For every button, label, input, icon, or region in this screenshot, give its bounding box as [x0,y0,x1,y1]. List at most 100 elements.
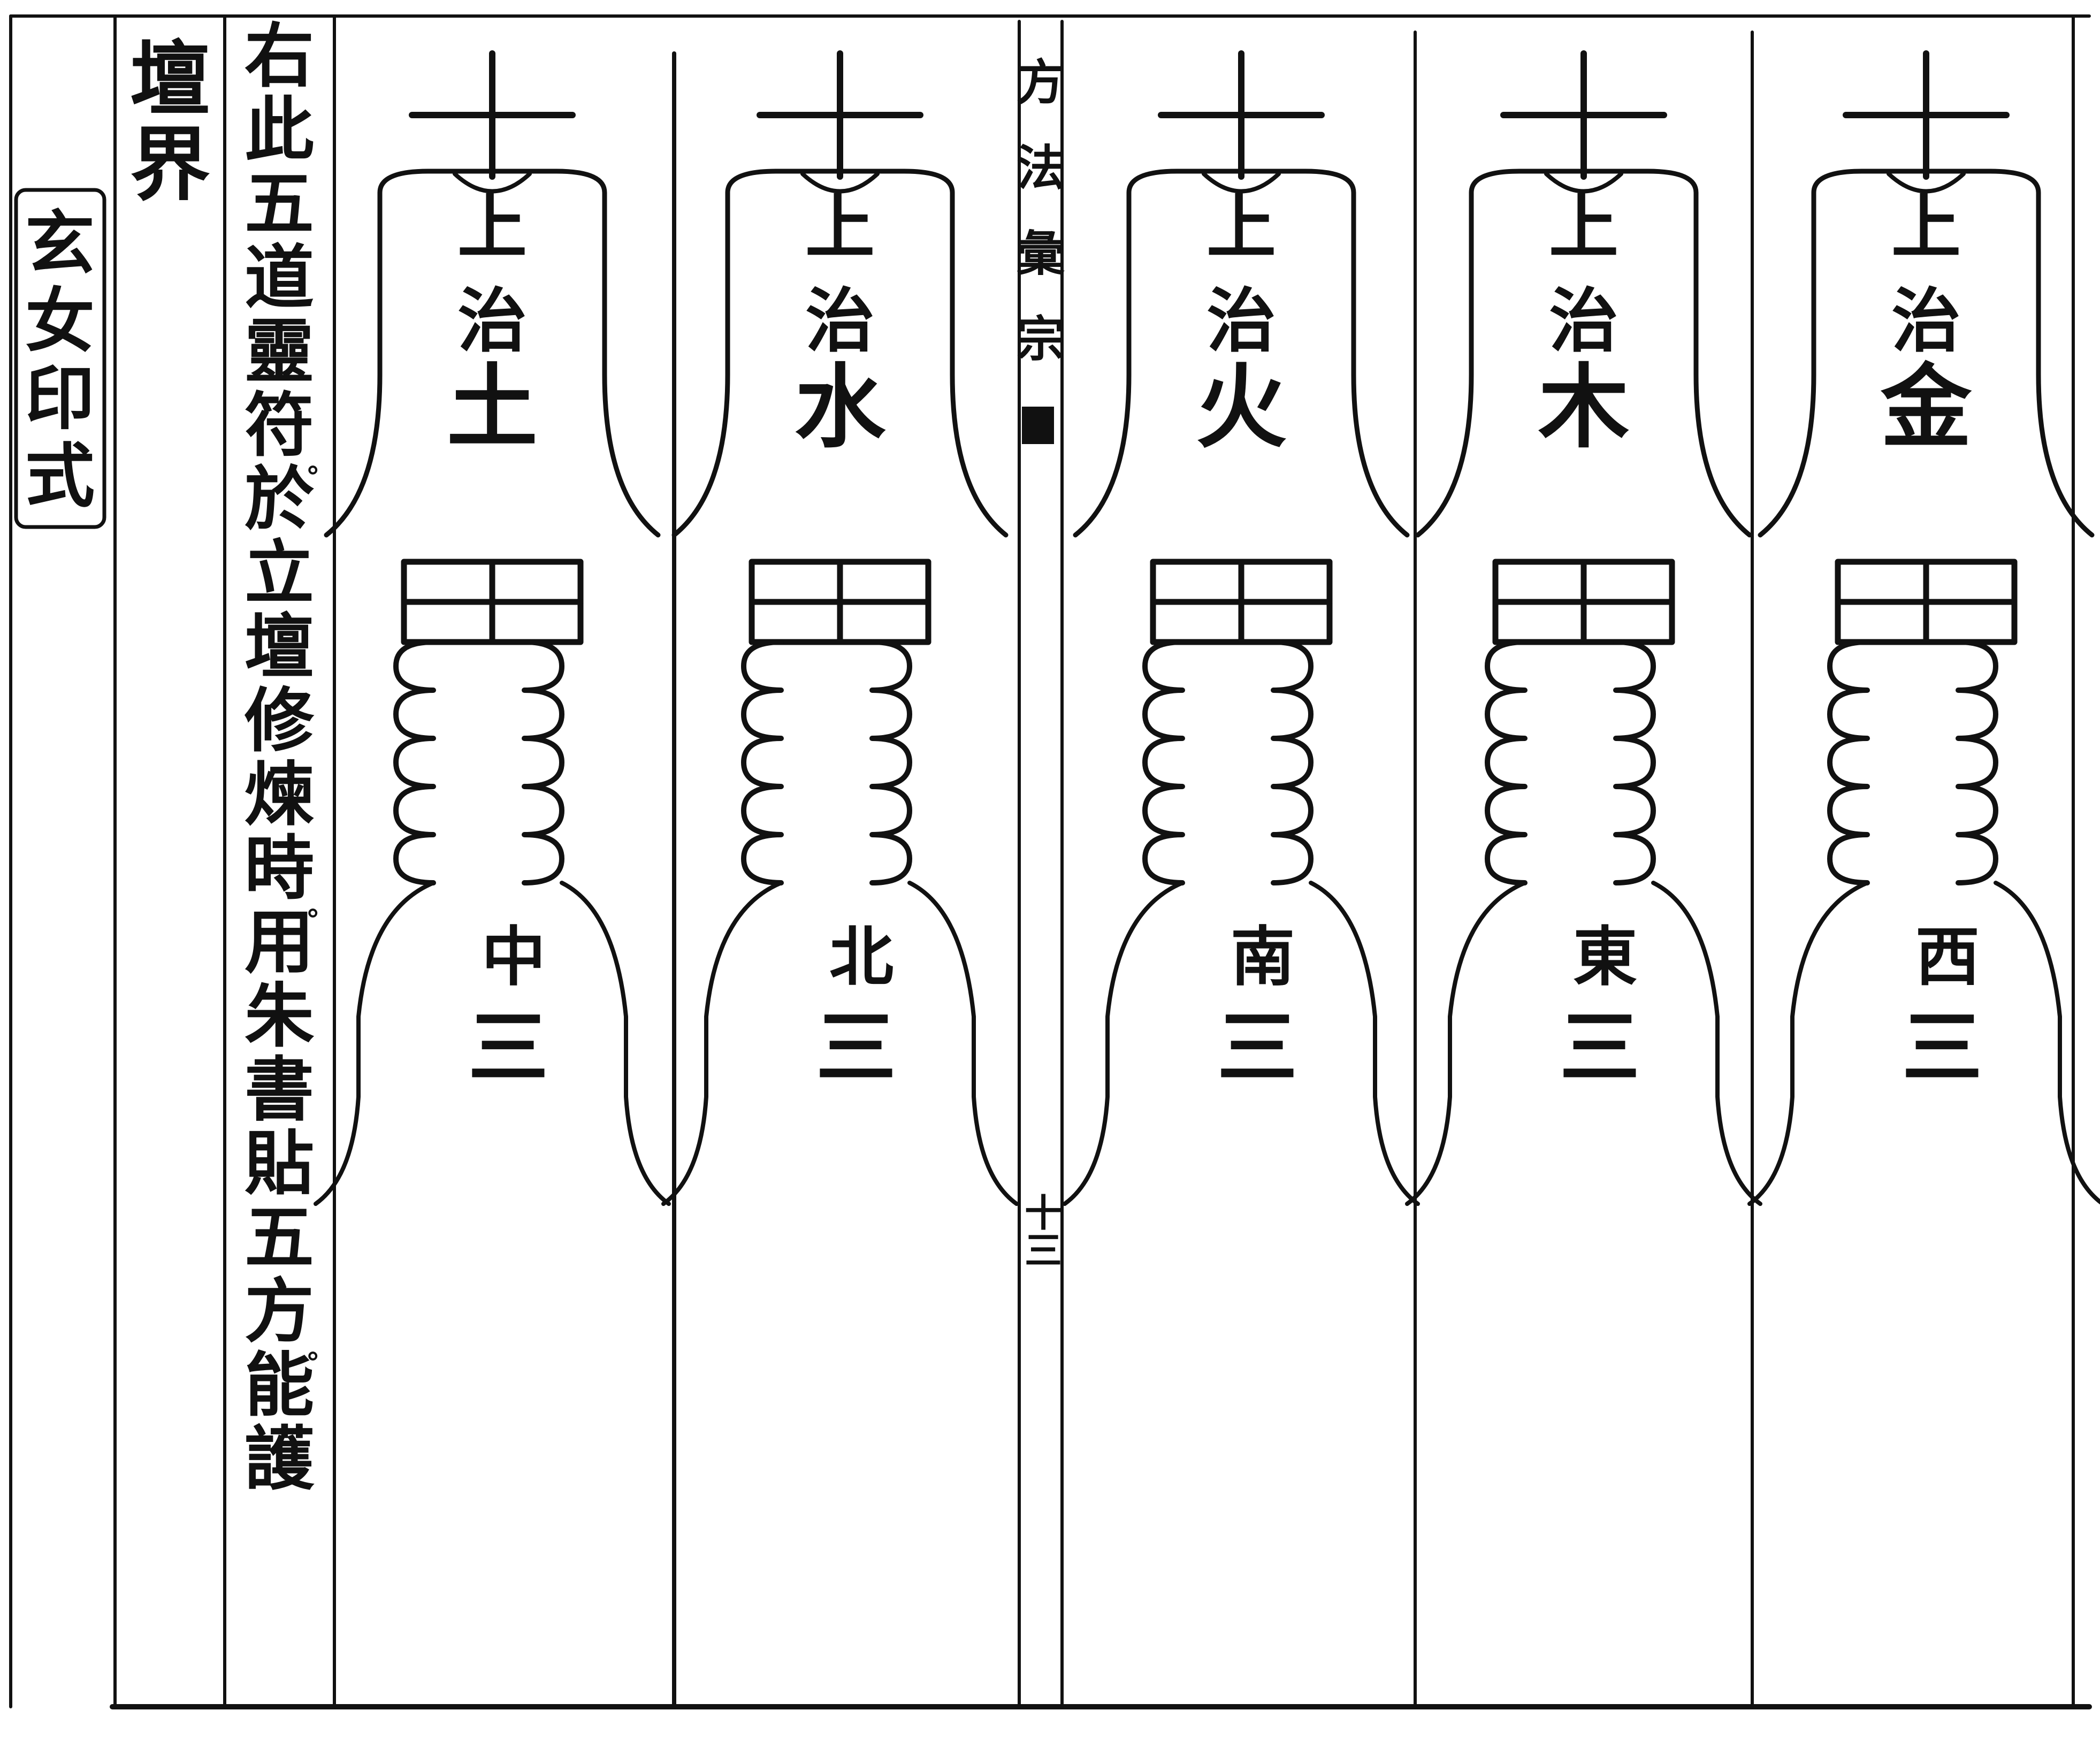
talisman-cap-arc [453,172,532,194]
seal-label: 玄 女 印 式 [25,202,95,517]
talisman-lower-outline [314,881,671,1206]
talisman-lower-outline [1747,881,2100,1206]
heading-char-2: 界 [130,118,210,212]
talisman-direction: 東 [1573,919,1637,995]
talisman-top-char: 治 [1891,280,1961,362]
talisman-top-char: 上 [1549,186,1618,268]
heading-char-1: 壇 [130,32,210,126]
column-dividers [672,30,1754,1709]
talisman-top-char: 火 [1196,354,1287,461]
talisman-top-char: 治 [1549,280,1618,362]
caption-char: 符 [245,384,314,466]
caption-char: 靈 [245,310,314,392]
talisman-cap-arc [800,172,880,194]
caption-char: 用 [245,901,314,983]
page-frame [9,14,2092,1709]
talisman-lower-outline [661,881,1019,1206]
talisman-top-char: 金 [1880,354,1972,461]
talisman-right-leg [522,639,564,885]
talisman-direction: 北 [829,919,894,995]
talisman-bell-outline [671,169,1009,538]
caption-char: 煉 [245,753,314,835]
talisman-bell-outline [1415,169,1752,538]
talisman-number: 三 [1560,1001,1640,1095]
talisman-left-leg [741,639,784,885]
talisman-top-char: 上 [805,186,875,268]
talisman-top-char: 水 [795,354,886,461]
spine-char-4: 宗 [1017,311,1065,368]
talisman-cap-arc [1202,172,1281,194]
talisman-bell-outline [1758,169,2095,538]
seal-char-4: 式 [25,435,95,517]
caption-char: 。 [308,447,334,479]
talisman-top-char: 土 [447,354,538,461]
caption-char: 道 [245,236,314,318]
caption-char: 五 [245,163,314,245]
talisman-bell-outline [1073,169,1410,538]
talisman-left-leg [1827,639,1870,885]
talisman-top-char: 治 [805,280,875,362]
heading: 壇 界 [130,32,210,212]
caption-char: 。 [308,1333,334,1365]
talisman-top-char: 上 [457,186,527,268]
caption-char: 。 [308,890,334,922]
talisman-right-leg [869,639,912,885]
talisman-direction: 中 [482,919,546,995]
caption-char: 壇 [245,606,314,688]
talisman-lower-outline [1405,881,1762,1206]
talisman-number: 三 [468,1001,548,1095]
spine-char-2: 法 [1017,140,1065,196]
caption-char: 護 [245,1418,315,1500]
caption-char: 貼 [245,1123,314,1204]
talisman-direction: 南 [1231,919,1295,995]
caption-char: 立 [245,532,314,614]
talisman-right-leg [1613,639,1656,885]
caption-char: 朱 [245,975,315,1057]
talisman-lower-outline [1063,881,1420,1206]
seal-char-1: 玄 [25,202,95,284]
talisman-cap-arc [1887,172,1966,194]
caption-char: 五 [245,1196,314,1278]
talisman-top-char: 治 [1206,280,1276,362]
seal-char-3: 印 [25,357,95,439]
talisman-top-char: 木 [1538,354,1629,461]
spine-page-number: 十三 [1019,1193,1063,1268]
talisman-left-leg [1485,639,1528,885]
caption-char: 方 [245,1270,314,1352]
spine-text: 方 法 彙 宗 十三 [1017,54,1065,1268]
talisman-left-leg [393,639,436,885]
talisman-left-leg [1142,639,1185,885]
caption-char: 此 [245,89,314,171]
talisman-bell-outline [324,169,661,538]
seal-char-2: 女 [25,280,95,362]
talisman-number: 三 [816,1001,896,1095]
seal-box [14,188,106,529]
talisman-right-leg [1956,639,1998,885]
talisman-number: 三 [1902,1001,1982,1095]
spine-char-1: 方 [1017,54,1065,111]
caption-column-frame [223,14,336,1708]
talisman-direction: 西 [1915,919,1980,995]
talisman-cap-arc [1544,172,1623,194]
talisman-number: 三 [1217,1001,1297,1095]
caption-char: 書 [245,1049,314,1131]
spine-char-3: 彙 [1017,225,1065,282]
caption-char: 能 [245,1344,314,1426]
spine-column [1018,20,1064,1708]
caption-char: 右 [245,15,314,97]
caption-char: 於 [245,458,314,540]
talisman-top-char: 治 [457,280,527,362]
caption-char: 時 [245,827,314,909]
talisman-top-char: 上 [1206,186,1276,268]
talisman-top-char: 上 [1891,186,1961,268]
caption-char: 修 [245,679,315,761]
talisman-right-leg [1271,639,1314,885]
